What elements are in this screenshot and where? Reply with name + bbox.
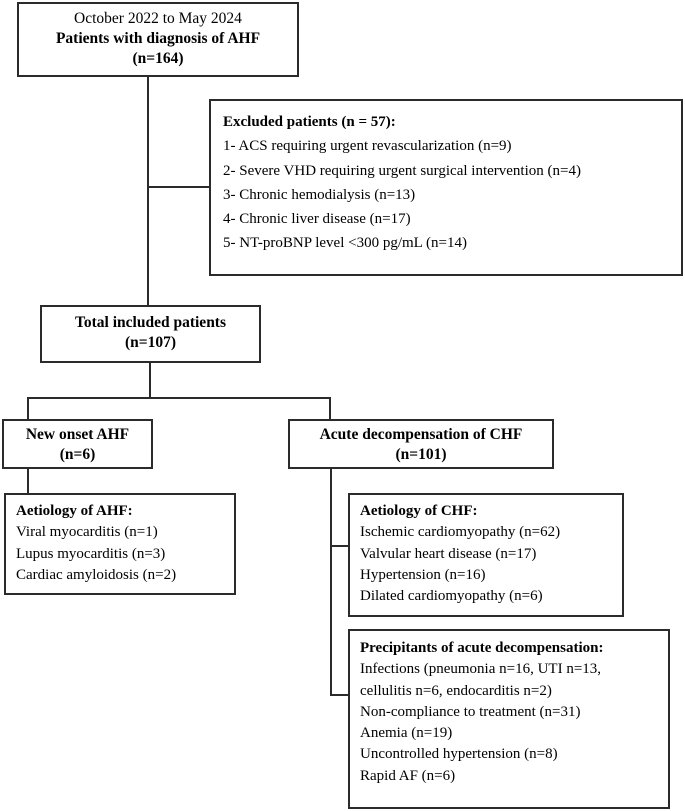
connector-to-excluded-box: [147, 186, 210, 188]
acute-decompensation-chf-box: Acute decompensation of CHF (n=101): [288, 419, 554, 469]
precipitants-item-2: Non-compliance to treatment (n=31): [360, 703, 581, 720]
aetiology-ahf-item-3: Cardiac amyloidosis (n=2): [16, 566, 177, 583]
precipitants-item-4: Uncontrolled hypertension (n=8): [360, 746, 558, 763]
connector-to-aetiology-chf: [330, 545, 349, 547]
connector-split-left-drop: [27, 397, 29, 420]
connector-newonset-to-aetiology: [27, 469, 29, 494]
excluded-item-2: 2- Severe VHD requiring urgent surgical …: [223, 162, 581, 179]
excluded-patients-box: Excluded patients (n = 57): 1- ACS requi…: [209, 99, 683, 276]
aetiology-chf-item-3: Hypertension (n=16): [360, 566, 486, 583]
total-included-count: (n=107): [124, 334, 177, 352]
total-included-label: Total included patients: [74, 314, 227, 331]
aetiology-of-ahf-box: Aetiology of AHF: Viral myocarditis (n=1…: [4, 493, 236, 595]
acute-decomp-count: (n=101): [395, 446, 447, 464]
excluded-item-3: 3- Chronic hemodialysis (n=13): [223, 186, 416, 203]
aetiology-chf-heading: Aetiology of CHF:: [360, 503, 478, 519]
total-included-patients-box: Total included patients (n=107): [40, 305, 261, 363]
precipitants-item-1a: Infections (pneumonia n=16, UTI n=13,: [360, 661, 602, 678]
excluded-item-1: 1- ACS requiring urgent revascularizatio…: [223, 138, 512, 155]
aetiology-chf-item-1: Ischemic cardiomyopathy (n=62): [360, 524, 561, 541]
precipitants-item-5: Rapid AF (n=6): [360, 767, 456, 784]
study-cohort-box: October 2022 to May 2024 Patients with d…: [17, 2, 299, 77]
new-onset-count: (n=6): [59, 446, 96, 464]
connector-cohort-to-total: [147, 77, 149, 306]
connector-split-right-drop: [329, 397, 331, 420]
cohort-title: Patients with diagnosis of AHF: [55, 30, 261, 48]
acute-decomp-label: Acute decompensation of CHF: [319, 426, 523, 443]
connector-chf-spine: [330, 469, 332, 696]
excluded-heading: Excluded patients (n = 57):: [223, 114, 396, 130]
new-onset-label: New onset AHF: [25, 426, 130, 443]
aetiology-ahf-item-1: Viral myocarditis (n=1): [16, 524, 158, 541]
connector-to-precipitants: [330, 694, 349, 696]
new-onset-ahf-box: New onset AHF (n=6): [2, 419, 153, 469]
excluded-item-4: 4- Chronic liver disease (n=17): [223, 211, 411, 228]
aetiology-chf-item-4: Dilated cardiomyopathy (n=6): [360, 588, 543, 605]
excluded-item-5: 5- NT-proBNP level <300 pg/mL (n=14): [223, 235, 467, 252]
connector-split-bar: [27, 397, 331, 399]
aetiology-chf-item-2: Valvular heart disease (n=17): [360, 545, 537, 562]
aetiology-ahf-heading: Aetiology of AHF:: [16, 503, 133, 519]
aetiology-of-chf-box: Aetiology of CHF: Ischemic cardiomyopath…: [348, 493, 624, 617]
connector-total-stub: [149, 363, 151, 399]
precipitants-heading: Precipitants of acute decompensation:: [360, 640, 604, 656]
precipitants-item-1b: cellulitis n=6, endocarditis n=2): [360, 682, 552, 699]
precipitants-item-3: Anemia (n=19): [360, 725, 453, 742]
precipitants-box: Precipitants of acute decompensation: In…: [348, 629, 670, 809]
cohort-period: October 2022 to May 2024: [74, 10, 242, 27]
aetiology-ahf-item-2: Lupus myocarditis (n=3): [16, 545, 166, 562]
cohort-count: (n=164): [132, 50, 184, 68]
